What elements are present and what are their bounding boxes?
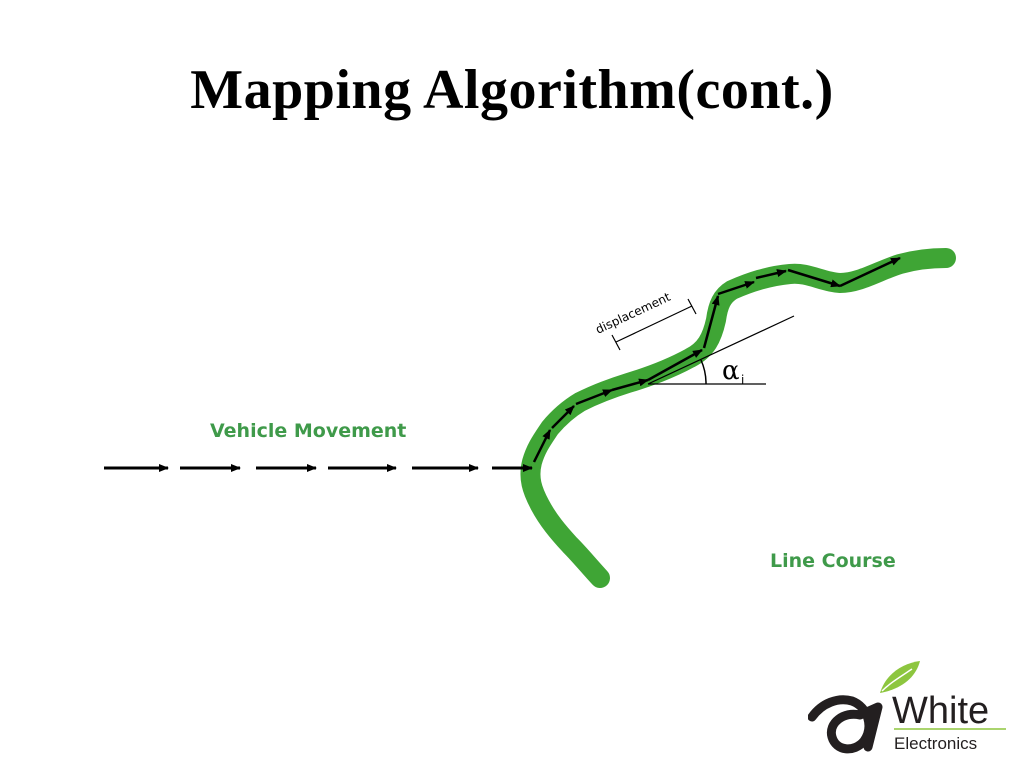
path-arrow	[755, 269, 787, 280]
path-arrow	[551, 405, 575, 429]
path-arrow	[532, 429, 552, 463]
slide-title: Mapping Algorithm(cont.)	[190, 59, 834, 121]
angle-arc	[700, 359, 707, 385]
path-arrow	[717, 280, 755, 296]
path-arrow	[647, 348, 703, 382]
white-electronics-logo: White Electronics	[808, 661, 1006, 754]
path-arrow	[839, 256, 901, 288]
leaf-stem-icon	[881, 668, 913, 692]
logo-swoosh-icon	[808, 695, 883, 754]
line-course	[520, 248, 956, 588]
logo-name-electronics: Electronics	[894, 734, 977, 753]
displacement-line	[615, 305, 693, 343]
path-arrow	[787, 268, 841, 288]
angle-construction: α i	[647, 315, 795, 387]
logo-name-white: White	[892, 690, 989, 732]
displacement-tick-end	[687, 298, 697, 315]
angle-direction-line	[647, 315, 795, 385]
path-arrow	[611, 378, 649, 392]
path-arrow	[575, 388, 613, 406]
angle-alpha-subscript: i	[741, 373, 744, 387]
displacement-label: displacement	[593, 290, 672, 337]
path-arrows	[532, 256, 901, 463]
angle-alpha-label: α	[722, 356, 740, 386]
path-arrow	[702, 295, 720, 349]
displacement-tick-start	[611, 334, 621, 351]
vehicle-movement-label: Vehicle Movement	[210, 420, 406, 442]
displacement-dimension: displacement	[593, 290, 697, 351]
line-course-label: Line Course	[770, 550, 896, 572]
